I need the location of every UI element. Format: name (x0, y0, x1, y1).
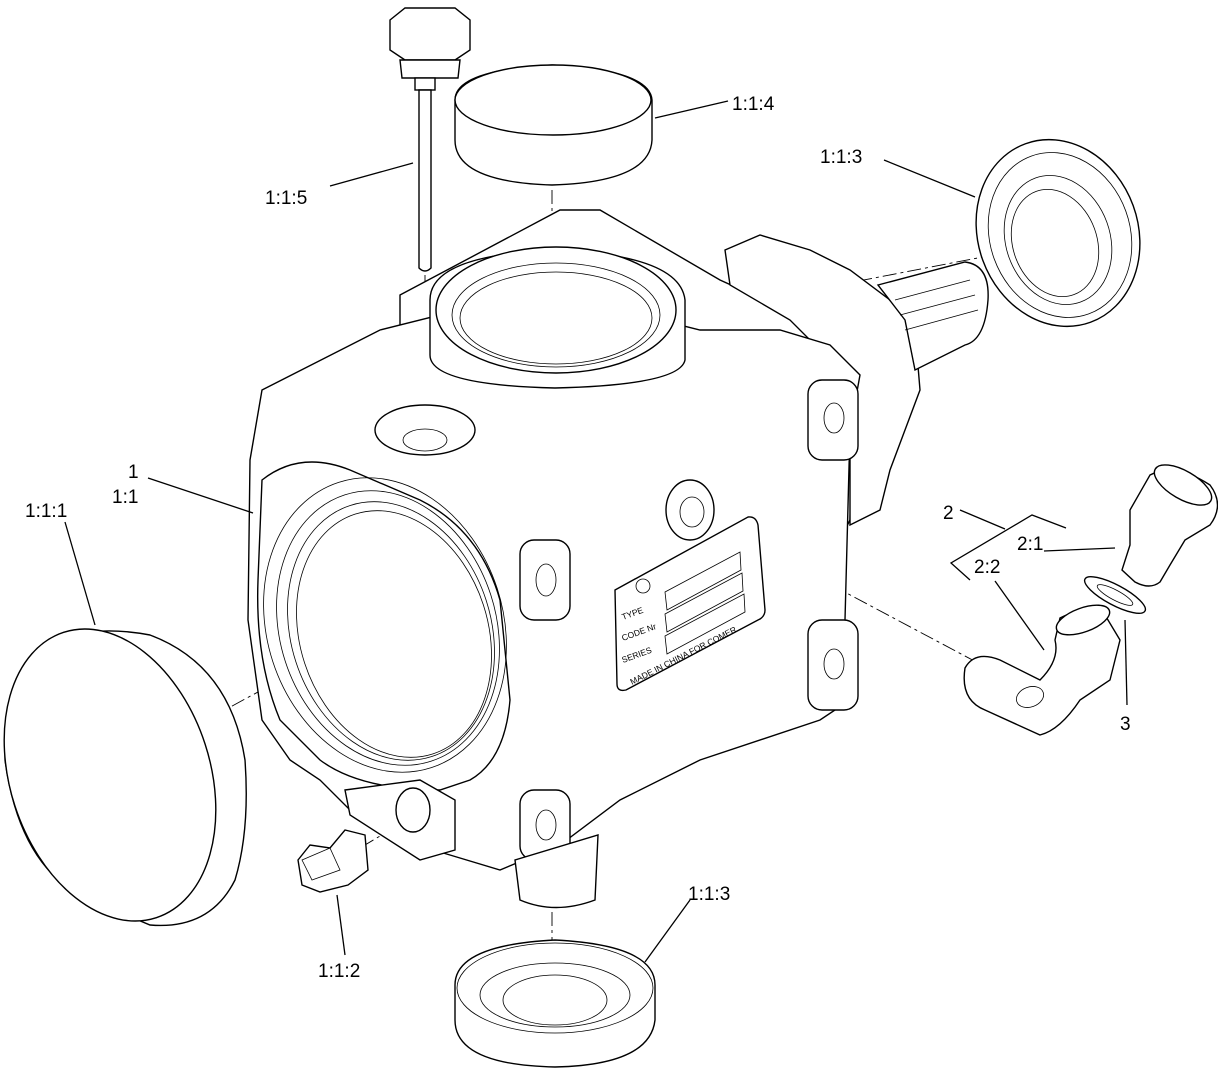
leader-lines (64, 100, 1128, 963)
label-elbow-fitting: 2:2 (974, 557, 1000, 578)
part-labels: 1:1:5 1:1:4 1:1:3 1 1:1 1:1:1 1:1:2 1:1:… (25, 94, 1131, 982)
label-assembly: 1 (128, 462, 139, 483)
label-housing: 1:1 (112, 487, 138, 508)
top-cap (454, 64, 653, 186)
label-oil-seal-bottom: 1:1:3 (688, 884, 730, 905)
elbow-fitting (963, 604, 1121, 736)
label-drain-plug: 1:1:2 (318, 961, 360, 982)
label-dipstick-pipe: 1:1:5 (265, 188, 307, 209)
label-washer: 3 (1120, 714, 1131, 735)
side-cap (3, 628, 247, 927)
gearbox-housing (247, 209, 989, 909)
label-side-cap: 1:1:1 (25, 501, 67, 522)
label-breather-fitting: 2:1 (1017, 534, 1043, 555)
dipstick-pipe (389, 7, 471, 272)
label-oil-seal-right: 1:1:3 (820, 147, 862, 168)
label-top-cap: 1:1:4 (732, 94, 775, 115)
oil-seal-right (975, 138, 1141, 328)
breather-fitting (1121, 464, 1218, 587)
label-kit: 2 (943, 503, 954, 524)
drain-plug (297, 829, 369, 893)
oil-seal-bottom (454, 939, 656, 1068)
washer (1083, 576, 1147, 614)
